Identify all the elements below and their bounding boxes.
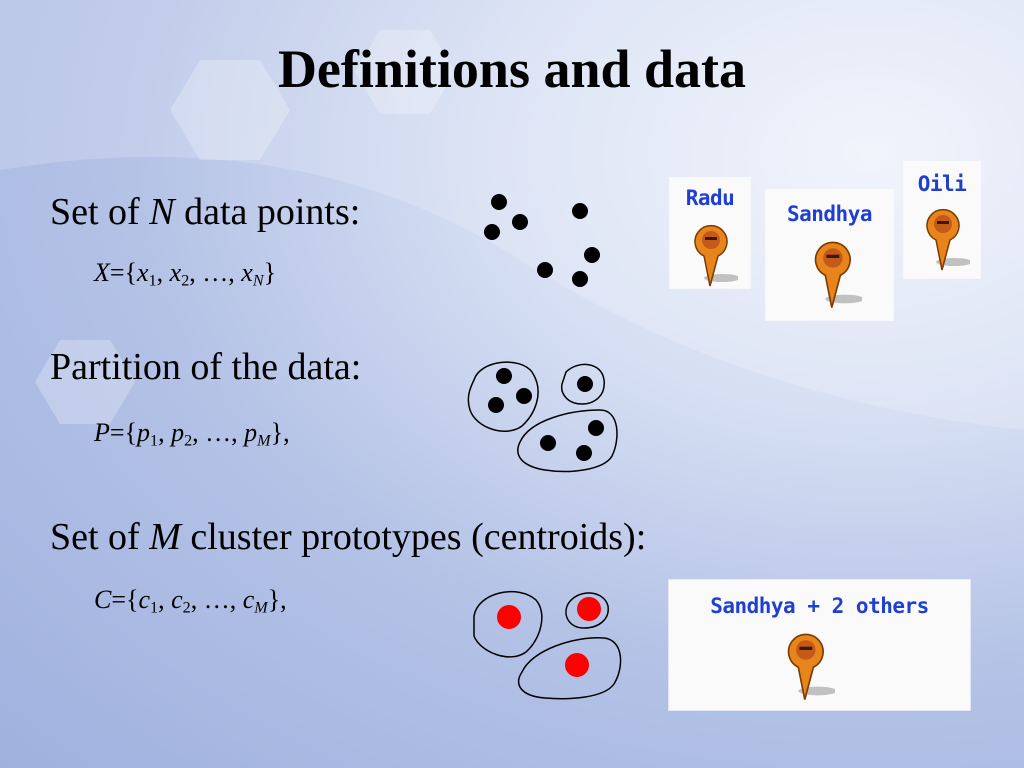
marker-label-sandhya: Sandhya bbox=[786, 202, 873, 226]
data-point bbox=[572, 271, 588, 287]
marker-label-radu: Radu bbox=[685, 186, 735, 210]
formula-sep: , bbox=[158, 585, 172, 614]
prototypes-heading: Set of M cluster prototypes (centroids): bbox=[50, 515, 646, 559]
formula-eq: ={ bbox=[111, 585, 139, 614]
partition-outline bbox=[517, 409, 618, 473]
data-point bbox=[588, 420, 604, 436]
map-pin-icon bbox=[694, 224, 738, 287]
formula-lhs: P bbox=[94, 418, 110, 447]
partition-diagram bbox=[467, 361, 618, 473]
formula-lhs: X bbox=[94, 258, 110, 287]
formula-sub: N bbox=[252, 272, 264, 290]
data-point bbox=[537, 262, 553, 278]
data-point bbox=[577, 376, 593, 392]
marker-card-oili: Oili bbox=[904, 162, 980, 278]
partition-formula: P={p1, p2, …, pM}, bbox=[94, 418, 290, 451]
data-points-var: N bbox=[149, 191, 175, 233]
centroids-diagram bbox=[473, 591, 622, 700]
formula-close: }, bbox=[267, 585, 287, 614]
formula-term: p bbox=[171, 418, 185, 447]
map-pin-icon bbox=[814, 241, 862, 308]
formula-sub: 1 bbox=[150, 432, 159, 450]
partition-outline bbox=[560, 363, 605, 405]
data-points-diagram bbox=[484, 194, 600, 287]
formula-term: p bbox=[137, 418, 151, 447]
data-point bbox=[516, 388, 532, 404]
formula-sep: , …, bbox=[192, 418, 245, 447]
prototypes-var: M bbox=[149, 516, 181, 558]
formula-eq: ={ bbox=[109, 258, 138, 287]
data-point bbox=[496, 368, 512, 384]
formula-sub: 1 bbox=[148, 272, 157, 290]
formula-close: } bbox=[263, 258, 277, 287]
data-points-lead: Set of bbox=[50, 191, 150, 233]
cluster-outline bbox=[565, 592, 609, 629]
formula-sep: , …, bbox=[189, 258, 242, 287]
formula-sub: 2 bbox=[182, 599, 191, 617]
data-points-rest: data points: bbox=[174, 191, 361, 233]
slide-title: Definitions and data bbox=[277, 39, 747, 99]
prototypes-lead: Set of bbox=[50, 516, 150, 558]
data-points-formula: X={x1, x2, …, xN} bbox=[94, 258, 276, 291]
cluster-outline bbox=[473, 591, 543, 658]
prototypes-formula: C={c1, c2, …, cM}, bbox=[94, 585, 287, 618]
formula-eq: ={ bbox=[109, 418, 138, 447]
formula-term: c bbox=[171, 585, 183, 614]
marker-label-oili: Oili bbox=[917, 172, 967, 196]
formula-term: p bbox=[244, 418, 258, 447]
map-pin-icon bbox=[926, 208, 970, 271]
formula-term: x bbox=[169, 258, 182, 287]
formula-sep: , …, bbox=[190, 585, 243, 614]
cluster-outline bbox=[517, 637, 622, 700]
formula-term: c bbox=[138, 585, 151, 614]
formula-sub: M bbox=[257, 432, 271, 450]
marker-label-merged: Sandhya + 2 others bbox=[710, 594, 929, 618]
formula-lhs: C bbox=[94, 585, 112, 614]
formula-sub: 2 bbox=[181, 272, 190, 290]
formula-sep: , bbox=[156, 258, 170, 287]
data-point bbox=[540, 435, 556, 451]
formula-sep: , bbox=[158, 418, 172, 447]
formula-close: }, bbox=[270, 418, 290, 447]
centroid bbox=[497, 605, 521, 629]
prototypes-rest: cluster prototypes (centroids): bbox=[180, 516, 647, 558]
data-point bbox=[491, 194, 507, 210]
data-point bbox=[484, 224, 500, 240]
data-point bbox=[512, 214, 528, 230]
data-point bbox=[572, 203, 588, 219]
formula-term: c bbox=[242, 585, 255, 614]
formula-term: x bbox=[137, 258, 149, 287]
marker-card-radu: Radu bbox=[670, 178, 750, 288]
map-pin-icon bbox=[787, 633, 835, 700]
formula-sub: M bbox=[254, 599, 268, 617]
formula-sub: 2 bbox=[184, 432, 193, 450]
centroid bbox=[565, 653, 589, 677]
centroid bbox=[577, 597, 601, 621]
formula-term: x bbox=[241, 258, 253, 287]
data-point bbox=[576, 445, 592, 461]
marker-card-merged: Sandhya + 2 others bbox=[669, 580, 970, 710]
data-point bbox=[584, 247, 600, 263]
partition-heading: Partition of the data: bbox=[50, 346, 362, 388]
data-points-heading: Set of N data points: bbox=[50, 190, 360, 234]
data-point bbox=[488, 397, 504, 413]
partition-outline bbox=[467, 361, 539, 432]
marker-card-sandhya: Sandhya bbox=[766, 190, 893, 320]
formula-sub: 1 bbox=[150, 599, 159, 617]
